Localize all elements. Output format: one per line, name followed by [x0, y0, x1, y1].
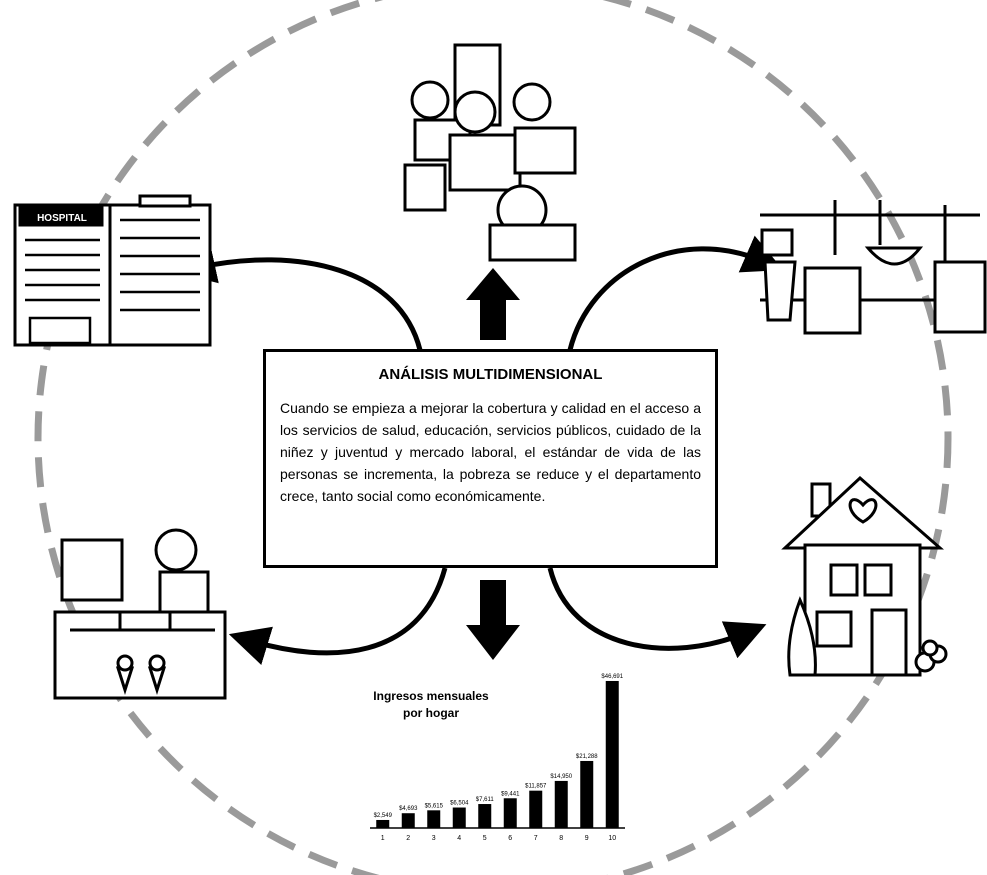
x-tick-label: 9	[585, 835, 589, 842]
hospital-icon	[13, 194, 212, 347]
classroom-icon	[403, 43, 577, 262]
hospital-sign: HOSPITAL	[37, 213, 87, 224]
arrow-up	[466, 268, 520, 340]
arrow-to-house	[547, 567, 767, 659]
bar-4	[452, 807, 466, 828]
bar-6	[503, 798, 517, 828]
bar-8	[554, 780, 568, 828]
bar-3	[427, 810, 441, 828]
bar-10	[605, 680, 619, 828]
bar-value-label: $7,611	[476, 797, 495, 803]
bar-value-label: $11,857	[525, 784, 547, 790]
bar-value-label: $9,441	[501, 791, 520, 797]
x-tick-label: 4	[457, 835, 461, 842]
x-tick-label: 8	[559, 835, 563, 842]
x-tick-label: 6	[508, 835, 512, 842]
house-icon	[781, 475, 948, 677]
x-tick-label: 1	[381, 835, 385, 842]
x-tick-label: 10	[608, 835, 616, 842]
arrow-to-plumbing	[567, 235, 784, 351]
x-tick-label: 3	[432, 835, 436, 842]
plumbing-icon	[760, 200, 987, 335]
bar-value-label: $5,615	[425, 803, 444, 809]
bar-value-label: $21,288	[576, 754, 598, 760]
chart-title: Ingresos mensuales por hogar	[373, 689, 489, 720]
x-tick-label: 5	[483, 835, 487, 842]
bar-value-label: $2,549	[374, 813, 393, 819]
dashed-circle	[34, 0, 952, 875]
center-title: ANÁLISIS MULTIDIMENSIONAL	[378, 366, 603, 383]
bar-1	[376, 819, 390, 828]
bar-2	[401, 813, 415, 828]
x-tick-label: 7	[534, 835, 538, 842]
bar-value-label: $6,504	[450, 801, 469, 807]
bar-value-label: $46,691	[601, 674, 623, 680]
center-info-box: ANÁLISIS MULTIDIMENSIONAL Cuando se empi…	[263, 349, 718, 568]
arrow-to-shop	[228, 567, 448, 665]
x-tick-label: 2	[406, 835, 410, 842]
income-bar-chart: $2,549 1 $4,693 2 $5,615 3 $6,504 4 $7,611 5 $9,44…	[370, 674, 625, 842]
bar-5	[478, 804, 492, 828]
arrow-to-hospital	[175, 244, 423, 351]
bar-7	[529, 790, 543, 828]
center-text: Cuando se empieza a mejorar la cobertura…	[280, 400, 701, 504]
bar-9	[580, 760, 594, 828]
arrow-down	[466, 580, 520, 660]
bar-value-label: $4,693	[399, 806, 418, 812]
bar-value-label: $14,950	[550, 774, 572, 780]
ice-cream-shop-icon	[53, 528, 227, 700]
